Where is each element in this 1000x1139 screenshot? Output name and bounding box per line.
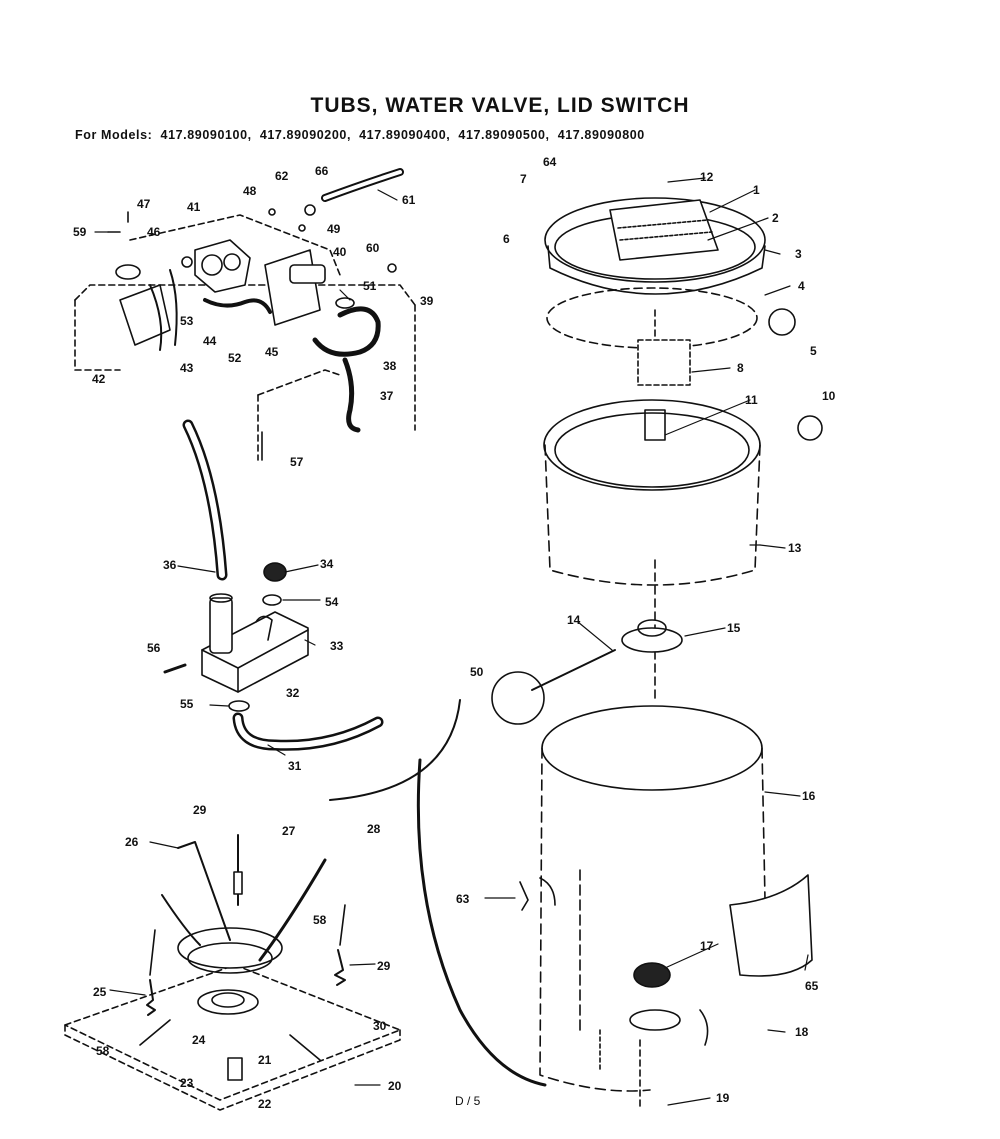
- callout-23: 23: [180, 1076, 194, 1090]
- tub-assembly: [491, 197, 823, 1111]
- callout-11: 11: [745, 393, 758, 407]
- base-suspension-assembly: [64, 834, 401, 1111]
- diagram-title: TUBS, WATER VALVE, LID SWITCH: [310, 94, 690, 117]
- callout-65: 65: [805, 979, 819, 993]
- callout-56: 56: [147, 641, 161, 655]
- callout-30: 30: [373, 1019, 387, 1033]
- callout-28: 28: [367, 822, 381, 836]
- callout-37: 37: [380, 389, 394, 403]
- callout-12: 12: [700, 170, 714, 184]
- callout-59: 59: [73, 225, 87, 239]
- callout-46: 46: [147, 225, 161, 239]
- callout-66: 66: [315, 164, 329, 178]
- callout-31: 31: [288, 759, 302, 773]
- callout-63: 63: [456, 892, 470, 906]
- callout-10: 10: [822, 389, 836, 403]
- callout-5: 5: [810, 344, 817, 358]
- callout-17: 17: [700, 939, 714, 953]
- callout-60: 60: [366, 241, 380, 255]
- callout-36: 36: [163, 558, 177, 572]
- callout-32: 32: [286, 686, 300, 700]
- callout-34: 34: [320, 557, 334, 571]
- callout-33: 33: [330, 639, 344, 653]
- callout-labels: 1 2 3 4 5 6 7 8 10 11 12 13 14 15 16 17 …: [73, 155, 836, 1111]
- callout-40: 40: [333, 245, 347, 259]
- page-number: D / 5: [455, 1094, 481, 1108]
- pump-assembly: [163, 419, 547, 1087]
- callout-25: 25: [93, 985, 107, 999]
- callout-22: 22: [258, 1097, 272, 1111]
- model-number: 417.89090400,: [359, 128, 451, 142]
- callout-48: 48: [243, 184, 257, 198]
- callout-3: 3: [795, 247, 802, 261]
- callout-58: 58: [96, 1044, 110, 1058]
- callout-26: 26: [125, 835, 139, 849]
- callout-29: 29: [193, 803, 207, 817]
- callout-7: 7: [520, 172, 527, 186]
- callout-16: 16: [802, 789, 816, 803]
- callout-54: 54: [325, 595, 339, 609]
- callout-49: 49: [327, 222, 341, 236]
- callout-14: 14: [567, 613, 581, 627]
- callout-41: 41: [187, 200, 201, 214]
- callout-57: 57: [290, 455, 304, 469]
- callout-64: 64: [543, 155, 557, 169]
- callout-62: 62: [275, 169, 289, 183]
- model-number: 417.89090800: [557, 128, 645, 142]
- model-list: For Models: 417.89090100, 417.89090200, …: [75, 128, 649, 142]
- valve-bracket-assembly: [74, 168, 416, 461]
- callout-leader-lines: [94, 177, 809, 1106]
- model-number: 417.89090100,: [160, 128, 252, 142]
- callout-13: 13: [788, 541, 802, 555]
- callout-51: 51: [363, 279, 377, 293]
- callout-6: 6: [503, 232, 510, 246]
- callout-15: 15: [727, 621, 741, 635]
- callout-44: 44: [203, 334, 217, 348]
- callout-18: 18: [795, 1025, 809, 1039]
- model-number: 417.89090200,: [259, 128, 352, 142]
- callout-61: 61: [402, 193, 416, 207]
- callout-43: 43: [180, 361, 194, 375]
- callout-55: 55: [180, 697, 194, 711]
- model-number: 417.89090500,: [458, 128, 550, 142]
- model-prefix: For Models:: [75, 128, 153, 142]
- callout-8: 8: [737, 361, 744, 375]
- callout-29: 29: [377, 959, 391, 973]
- callout-58: 58: [313, 913, 327, 927]
- callout-42: 42: [92, 372, 106, 386]
- callout-53: 53: [180, 314, 194, 328]
- callout-50: 50: [470, 665, 484, 679]
- callout-52: 52: [228, 351, 242, 365]
- callout-24: 24: [192, 1033, 206, 1047]
- callout-1: 1: [753, 183, 760, 197]
- callout-19: 19: [716, 1091, 730, 1105]
- callout-4: 4: [798, 279, 805, 293]
- callout-47: 47: [137, 197, 151, 211]
- callout-38: 38: [383, 359, 397, 373]
- callout-39: 39: [420, 294, 434, 308]
- callout-2: 2: [772, 211, 779, 225]
- callout-21: 21: [258, 1053, 272, 1067]
- callout-45: 45: [265, 345, 279, 359]
- callout-27: 27: [282, 824, 296, 838]
- callout-20: 20: [388, 1079, 402, 1093]
